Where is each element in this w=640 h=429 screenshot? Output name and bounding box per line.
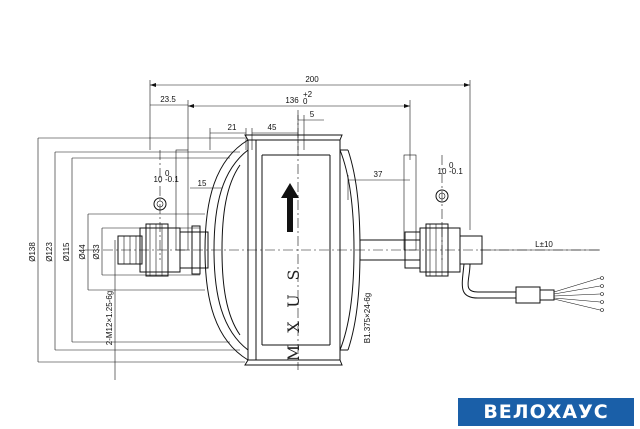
motor-shell [204, 134, 361, 366]
dim-slot-left-tol-top: 0 [165, 169, 170, 178]
dim-slot-left-tol-bottom: -0.1 [165, 175, 179, 184]
dim-axle-tol-bottom: 0 [303, 97, 308, 106]
rotation-arrow-icon [281, 183, 299, 232]
dim-dia-138: Ø138 [28, 242, 37, 262]
dimension-labels: 200 23.5 136 +2 0 21 45 5 15 37 10 0 -0.… [28, 75, 553, 345]
dim-slot-left: 10 [154, 175, 163, 184]
dim-thread-left: 2-M12×1.25-6g [105, 291, 114, 345]
dim-overall-width: 200 [305, 75, 319, 84]
dim-cable-length: L±10 [535, 240, 553, 249]
brand-letter: S [284, 268, 303, 281]
svg-text:MXUS: MXUS [284, 268, 303, 362]
dim-left-offset: 23.5 [160, 95, 176, 104]
velohaus-logo: ВЕЛОХАУС [458, 398, 634, 426]
dim-slot-right: 10 [438, 167, 447, 176]
dim-right-offset: 37 [374, 170, 383, 179]
dim-dropout-left: 15 [198, 179, 207, 188]
dim-dia-33: Ø33 [92, 244, 101, 260]
dim-dia-115: Ø115 [62, 242, 71, 262]
dim-slot-right-tol-bottom: -0.1 [449, 167, 463, 176]
dim-thread-right: B1.375×24-6g [363, 293, 372, 344]
brand-letter: X [284, 319, 303, 332]
left-dimension-lines [37, 137, 245, 380]
brand-letter: U [284, 292, 303, 307]
dim-shell-small: 5 [310, 110, 315, 119]
dim-slot-right-tol-top: 0 [449, 161, 454, 170]
dim-shell-center: 45 [268, 123, 277, 132]
brand-letter: M [284, 343, 303, 361]
dim-shell-left: 21 [228, 123, 237, 132]
dim-axle-tol-top: +2 [303, 90, 313, 99]
dim-dia-123: Ø123 [45, 242, 54, 262]
left-axle [117, 149, 209, 277]
dim-axle-span: 136 [285, 96, 299, 105]
brand-text: MXUS [284, 268, 303, 362]
right-axle [359, 154, 604, 312]
dim-dia-44: Ø44 [78, 244, 87, 260]
